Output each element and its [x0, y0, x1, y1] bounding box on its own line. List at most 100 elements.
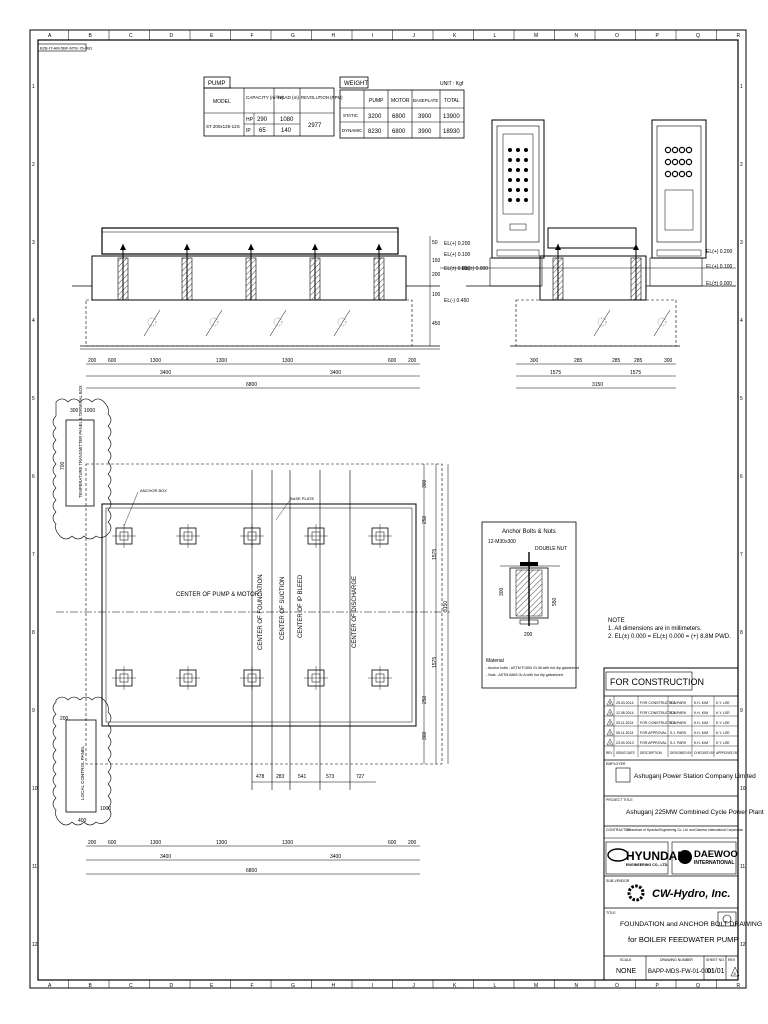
- indicator-lamp-icon: [516, 178, 520, 182]
- elev-dim-7: 200: [408, 358, 417, 364]
- bolt-head-icon: [120, 244, 126, 250]
- pump-revolution: 2977: [308, 123, 322, 129]
- detail-material-2: - Nuts : ASTM A563 Gr.A with hot dip gal…: [486, 673, 563, 677]
- indicator-lamp-icon: [524, 148, 528, 152]
- indicator-lamp-icon: [516, 188, 520, 192]
- grid-col-bottom-H: H: [332, 983, 336, 989]
- rev-designed: S.J. PARK: [670, 731, 687, 735]
- outer-border: [29, 29, 747, 989]
- level-el-000: EL(±) 0.000: [444, 266, 470, 272]
- drawing-code: B2B-IT-AM-5BF-MTE-76-0B1: [40, 46, 93, 51]
- section-mark: [333, 309, 351, 337]
- vendor-gear-icon: [627, 884, 645, 902]
- label-center-foundation: CENTER OF FOUNDATION: [258, 574, 264, 650]
- weight-static-total: 13900: [443, 114, 460, 120]
- plan-dim-5: 1300: [282, 840, 293, 846]
- rev-triangle-icon: [606, 738, 614, 746]
- rev-approved: K.Y. LEE: [716, 711, 730, 715]
- drawing-code-box: [37, 43, 87, 52]
- grid-row-right-2: 2: [740, 162, 743, 168]
- grid-row-left-8: 8: [32, 630, 35, 636]
- grid-col-top-M: M: [534, 33, 538, 39]
- logo-hyundai: HYUNDAI: [626, 849, 681, 863]
- plan-right-dim-5: 1575: [432, 657, 438, 668]
- gauge-icon: [664, 158, 672, 166]
- elev-dim-3: 1300: [150, 358, 161, 364]
- pump-model: ST 200x125-12S: [206, 124, 240, 129]
- indicator-lamp-icon: [524, 178, 528, 182]
- weight-row-static: STATIC: [343, 113, 358, 118]
- detail-dim-2: 550: [552, 597, 558, 606]
- indicator-lamp-icon: [508, 158, 512, 162]
- elev-dim-2: 600: [108, 358, 117, 364]
- indicator-lamp-icon: [508, 148, 512, 152]
- rev-checked: K.H. KIM: [694, 741, 708, 745]
- sheet-label: SHEET NO.: [706, 958, 725, 962]
- offset-2: 283: [276, 774, 285, 780]
- right-dim-5: 300: [664, 358, 673, 364]
- pump-header-model: MODEL: [213, 99, 231, 105]
- rev-number: 5: [609, 701, 611, 705]
- rev-checked: K.H. KIM: [694, 701, 708, 705]
- grid-row-left-11: 11: [32, 864, 37, 870]
- grid-col-bottom-E: E: [210, 983, 214, 989]
- title-label: TITLE: [606, 911, 616, 915]
- weight-dynamic-motor: 6800: [392, 129, 406, 135]
- label-center-discharge: CENTER OF DISCHARGE: [352, 576, 358, 648]
- sheet-number: 01/01: [707, 968, 725, 975]
- weight-row-dynamic: DYNAMIC: [342, 128, 362, 133]
- note-line-1: 1. All dimensions are in millimeters.: [608, 626, 702, 632]
- weight-header-motor: MOTOR: [391, 98, 410, 104]
- rev-triangle-icon: [606, 728, 614, 736]
- offset-1: 478: [256, 774, 265, 780]
- gauge-icon: [685, 158, 693, 166]
- section-mark: [273, 317, 283, 327]
- plan-dim-3: 1300: [150, 840, 161, 846]
- elev-dim-4: 1300: [216, 358, 227, 364]
- indicator-lamp-icon: [524, 158, 528, 162]
- weight-header-pump: PUMP: [369, 98, 384, 104]
- level-el-100: EL(+) 0.100: [444, 252, 470, 258]
- pump-stage-hp: HP: [246, 117, 254, 123]
- grid-col-bottom-N: N: [575, 983, 579, 989]
- indicator-lamp-icon: [508, 178, 512, 182]
- rev-desc: FOR APPROVAL: [640, 731, 667, 735]
- offset-4: 573: [326, 774, 335, 780]
- logo-daewoo: DAEWOO: [694, 849, 738, 860]
- rev-desc: FOR APPROVAL: [640, 741, 667, 745]
- section-mark: [597, 317, 607, 327]
- grid-row-left-10: 10: [32, 786, 38, 792]
- local-control-cabinet: [651, 119, 707, 259]
- bolt-head-icon: [248, 244, 254, 250]
- elev-subtotal-1: 3400: [160, 370, 171, 376]
- elev-subtotal-2: 3400: [330, 370, 341, 376]
- plan-dim-7: 200: [408, 840, 417, 846]
- grid-col-bottom-M: M: [534, 983, 538, 989]
- rev-label: REV: [728, 958, 736, 962]
- plan-dim-6: 600: [388, 840, 397, 846]
- grid-row-left-1: 1: [32, 84, 35, 90]
- label-anchor-box: ANCHOR BOX: [140, 488, 167, 493]
- grid-col-top-I: I: [372, 33, 373, 39]
- rev-triangle-icon: [606, 698, 614, 706]
- daewoo-logo-icon: [678, 850, 692, 864]
- note-line-2: 2. EL(±) 0.000 = EL(±) 0.000 = (+) 8.8M …: [608, 634, 731, 640]
- panel-dim-2: 1000: [84, 408, 95, 414]
- scale-label: SCALE: [620, 958, 632, 962]
- rev-designed: S.J. PARK: [670, 711, 687, 715]
- grid-col-top-C: C: [129, 33, 133, 39]
- indicator-lamp-icon: [508, 188, 512, 192]
- bottom-panel-label: LOCAL CONTROL PANEL: [80, 745, 85, 800]
- level-el-450: EL(-) 0.450: [444, 298, 469, 304]
- grid-col-top-D: D: [170, 33, 174, 39]
- grid-row-left-7: 7: [32, 552, 35, 558]
- status-stamp: FOR CONSTRUCTION: [610, 677, 704, 687]
- weight-table-title: WEIGHT: [344, 81, 368, 87]
- section-mark: [657, 317, 667, 327]
- section-mark: [269, 309, 287, 337]
- indicator-lamp-icon: [516, 148, 520, 152]
- pump-stage-ip: IP: [246, 128, 251, 134]
